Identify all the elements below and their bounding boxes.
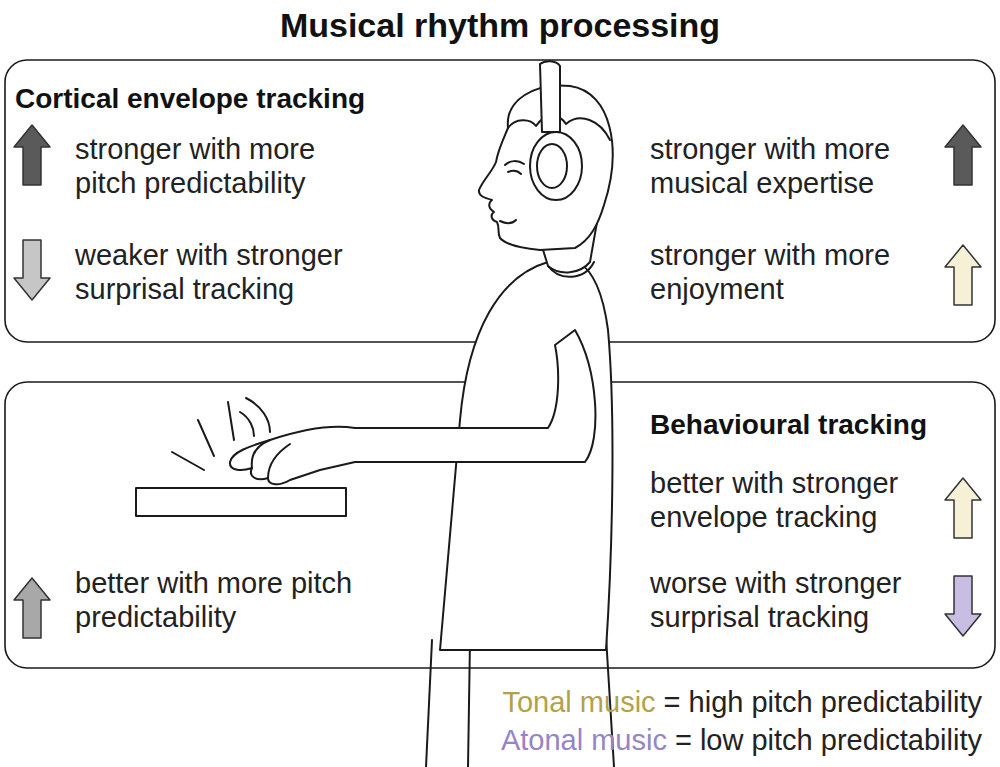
person-figure — [136, 61, 614, 767]
finding-text: worse with stronger surprisal tracking — [650, 566, 950, 634]
legend-row: Atonal music= low pitch predictability — [501, 722, 982, 760]
up-arrow — [14, 578, 50, 638]
legend-notes: Tonal music = high pitch predictabilityAt… — [501, 684, 982, 759]
finding-text: weaker with stronger surprisal tracking — [75, 238, 375, 306]
panel: Cortical envelope tracking stronger with … — [5, 60, 995, 342]
up-arrow — [14, 125, 50, 185]
music-type: Tonal music — [502, 686, 655, 718]
legend-row: Tonal music = high pitch predictability — [501, 684, 982, 722]
tapping-pad — [136, 488, 346, 516]
up-arrow — [945, 478, 981, 538]
panel: Behavioural tracking better with stronger… — [5, 382, 995, 668]
up-arrow — [945, 245, 981, 305]
note-text: = high pitch predictability — [664, 686, 982, 718]
finding-text: stronger with more enjoyment — [650, 238, 900, 306]
music-type: Atonal music — [501, 724, 667, 756]
panel-heading: Behavioural tracking — [650, 408, 927, 441]
finding-text: better with stronger envelope tracking — [650, 466, 950, 534]
note-text: = low pitch predictability — [675, 724, 982, 756]
panel-heading: Cortical envelope tracking — [15, 82, 365, 115]
up-arrow — [945, 125, 981, 185]
finding-text: better with more pitch predictability — [75, 566, 375, 634]
down-arrow — [945, 576, 981, 636]
finding-text: stronger with more pitch predictability — [75, 132, 375, 200]
finding-text: stronger with more musical expertise — [650, 132, 940, 200]
title: Musical rhythm processing — [0, 6, 1000, 45]
down-arrow — [14, 240, 50, 300]
